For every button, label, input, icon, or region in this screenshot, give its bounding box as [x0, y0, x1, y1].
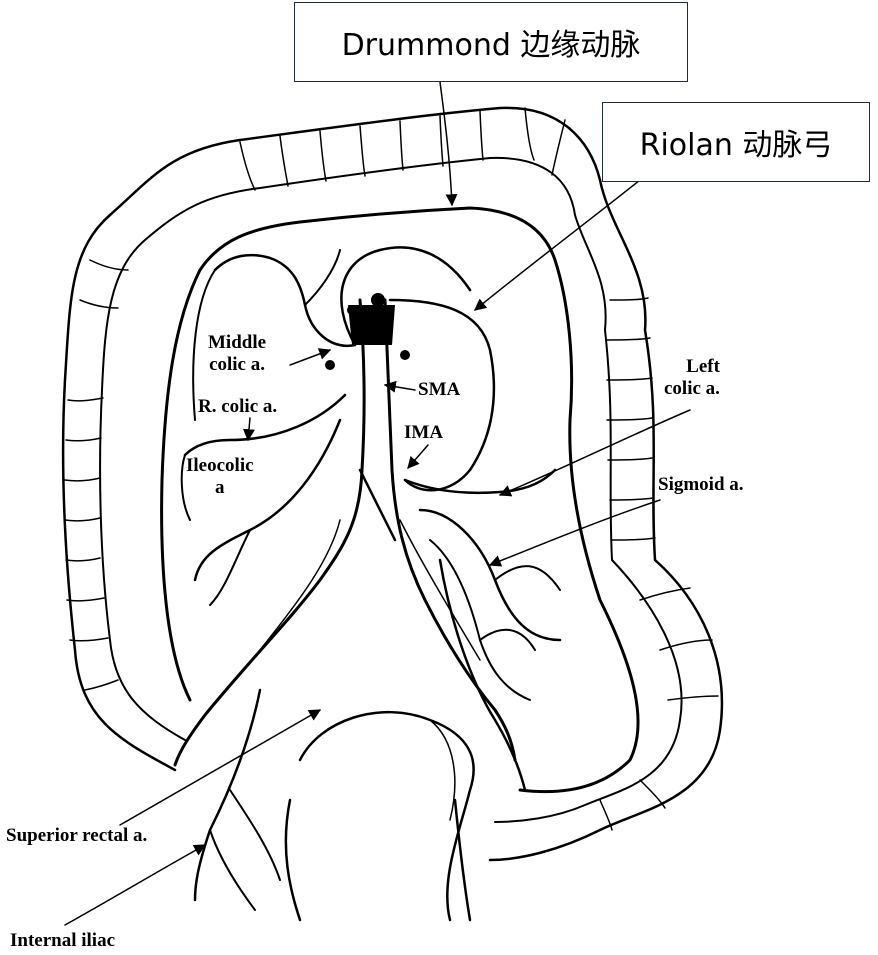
r-colic-leader: [243, 417, 255, 442]
left-colic-line-1: Left: [686, 356, 720, 377]
internal-iliac-label: Internal iliac: [10, 930, 116, 951]
drummond-callout: Drummond 边缘动脉: [294, 2, 688, 82]
internal-iliac-leader: [64, 844, 207, 926]
middle-colic-leader: [289, 348, 332, 366]
right-colic-artery: [183, 393, 347, 457]
left-colic-leader: [498, 409, 691, 497]
riolan-leader: [474, 179, 641, 311]
riolan-callout: Riolan 动脉弓: [602, 102, 870, 182]
marginal-artery: [160, 206, 640, 794]
middle-colic-label: Middle colic a.: [208, 332, 266, 376]
middle-colic-artery: [213, 253, 357, 348]
rectum-outline: [298, 711, 475, 922]
superior-rectal-artery: [438, 558, 527, 792]
aorta: [173, 298, 366, 767]
ima-label: IMA: [404, 422, 444, 443]
middle-colic-line-1: Middle: [208, 332, 267, 353]
haustra-ascending: [64, 259, 129, 691]
sigmoid-label: Sigmoid a.: [658, 474, 744, 495]
ileocolic-artery: [193, 418, 342, 582]
r-colic-label: R. colic a.: [198, 396, 278, 417]
left-colic-label: Left colic a.: [664, 356, 720, 400]
sma-root-cluster: [325, 293, 410, 370]
colon-inner-wall: [99, 156, 683, 823]
colon-outer-wall: [61, 106, 724, 862]
ileocolic-line-2: a: [215, 477, 225, 498]
sigmoid-leader: [488, 499, 661, 567]
ileocolic-line-1: Ileocolic: [186, 455, 254, 476]
middle-colic-line-2: colic a.: [209, 354, 265, 375]
superior-rectal-leader: [119, 709, 322, 826]
ileocolic-label: Ileocolic a: [186, 455, 254, 499]
sigmoid-artery: [418, 508, 562, 642]
haustra-transverse: [239, 107, 566, 191]
left-colic-line-2: colic a.: [664, 378, 720, 399]
sma-leader: [383, 380, 416, 393]
ima-leader: [407, 444, 429, 469]
sma-label: SMA: [418, 379, 461, 400]
drummond-leader: [439, 81, 458, 207]
haustra-descending: [599, 297, 719, 831]
internal-iliac-artery: [193, 688, 262, 902]
superior-rectal-label: Superior rectal a.: [6, 825, 148, 846]
